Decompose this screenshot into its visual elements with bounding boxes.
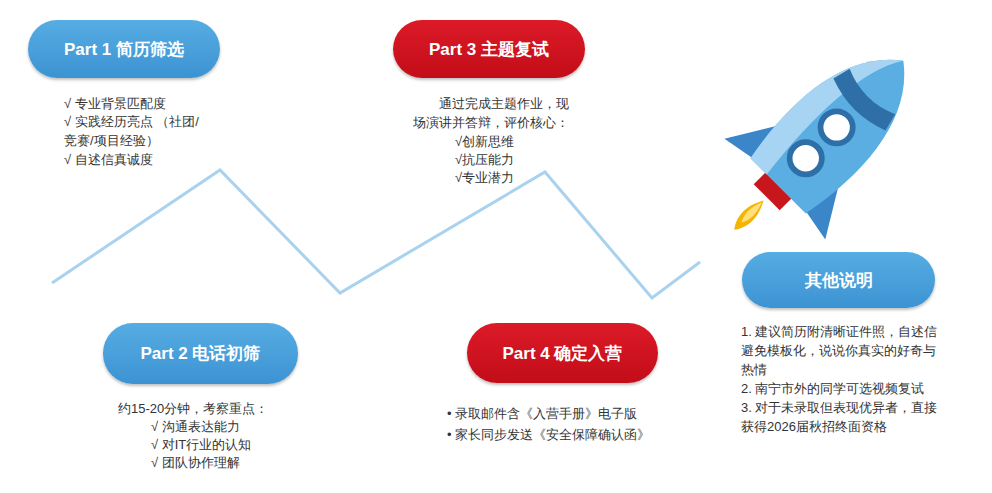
stage-detail: √ 实践经历亮点 （社团/竞赛/项目经验） (64, 112, 214, 150)
pill-title: Part 3 主题复试 (429, 38, 549, 61)
rocket-highlight (746, 29, 903, 186)
stage-detail: √创新思维 (455, 132, 575, 151)
stage-detail: 3. 对于未录取但表现优异者，直接获得2026届秋招终面资格 (741, 398, 941, 436)
pill-title: 其他说明 (805, 269, 873, 292)
stage-pill: Part 1 简历筛选√ 专业背景匹配度√ 实践经历亮点 （社团/竞赛/项目经验… (28, 20, 220, 78)
pill-title: Part 2 电话初筛 (141, 342, 261, 365)
stage-detail: √ 团队协作理解 (151, 453, 311, 472)
stage-pill: Part 4 确定入营• 录取邮件含《入营手册》电子版• 家长同步发送《安全保障… (467, 323, 658, 383)
stage-detail: 约15-20分钟，考察重点： (118, 399, 318, 418)
stage-detail: √ 沟通表达能力 (151, 417, 311, 436)
stage-detail: √ 专业背景匹配度 (64, 94, 224, 113)
stage-pill: 其他说明1. 建议简历附清晰证件照，自述信避免模板化，说说你真实的好奇与热情2.… (742, 252, 935, 308)
rocket-illustration (684, 10, 954, 280)
stage-detail: √专业潜力 (455, 168, 575, 187)
rocket-flame (730, 196, 769, 235)
stage-detail: 2. 南宁市外的同学可选视频复试 (741, 379, 941, 398)
pill-title: Part 1 简历筛选 (64, 38, 184, 61)
stage-detail: √ 自述信真诚度 (64, 150, 224, 169)
pill-title: Part 4 确定入营 (503, 342, 623, 365)
rocket-porthole (783, 135, 829, 181)
rocket-body (746, 29, 935, 218)
rocket-flame-core (739, 200, 764, 225)
rocket-porthole (814, 105, 860, 151)
stage-detail: • 家长同步发送《安全保障确认函》 (447, 425, 707, 444)
stage-pill: Part 3 主题复试通过完成主题作业，现场演讲并答辩，评价核心：√创新思维√抗… (393, 20, 585, 78)
zigzag-line (52, 170, 700, 298)
stage-detail: • 录取邮件含《入营手册》电子版 (447, 404, 707, 423)
stage-detail: 通过完成主题作业，现场演讲并答辩，评价核心： (413, 94, 571, 132)
stage-detail: √抗压能力 (455, 150, 575, 169)
stage-detail: 1. 建议简历附清晰证件照，自述信避免模板化，说说你真实的好奇与热情 (741, 322, 941, 379)
stage-detail: √ 对IT行业的认知 (151, 435, 311, 454)
stage-pill: Part 2 电话初筛约15-20分钟，考察重点：√ 沟通表达能力√ 对IT行业… (103, 323, 298, 384)
